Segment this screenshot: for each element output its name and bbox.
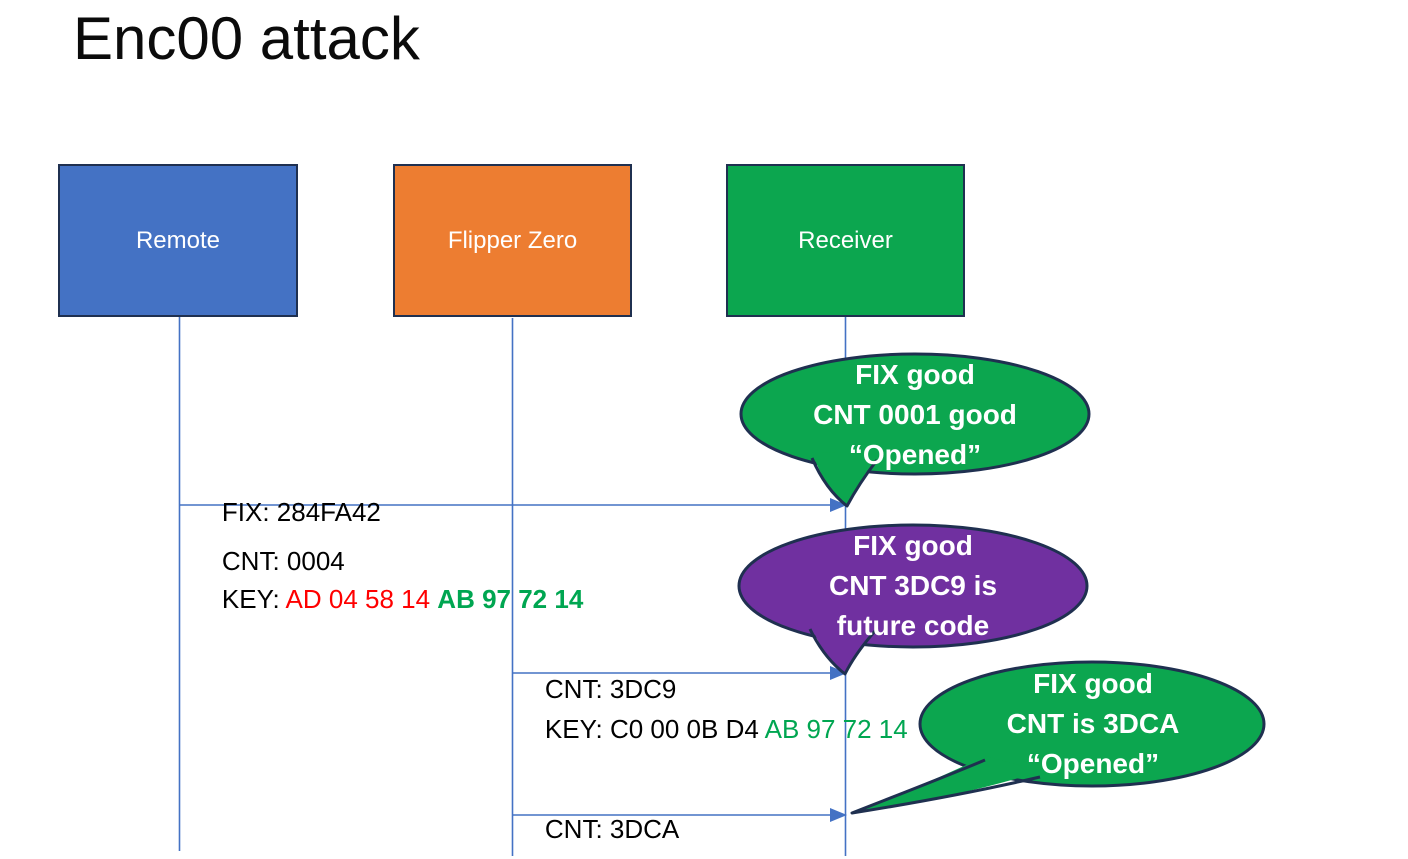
message-2-cnt-label: CNT: 3DC9 — [516, 641, 676, 737]
page-title: Enc00 attack — [73, 5, 420, 72]
actor-box-receiver: Receiver — [726, 164, 965, 317]
bubble-line: FIX good — [1033, 668, 1153, 699]
bubble-line: CNT 0001 good — [813, 399, 1017, 430]
arrowhead-2-icon — [830, 666, 847, 680]
message-1-cnt-label: CNT: 0004 — [193, 513, 345, 609]
speech-bubble-2-text: FIX good CNT 3DC9 is future code — [740, 526, 1086, 646]
bubble-line: FIX good — [855, 359, 975, 390]
bubble-line: “Opened” — [848, 439, 982, 470]
bubble-line: CNT 3DC9 is — [828, 570, 998, 601]
actor-label-remote: Remote — [135, 226, 221, 254]
message-2-cnt-value: CNT: 3DC9 — [544, 674, 677, 704]
bubble-line: future code — [836, 610, 990, 641]
key-bytes-green: AB 97 72 14 — [764, 714, 908, 744]
message-3-key-label: KEY: C0 02 8A 33 AB 97 72 14 — [516, 821, 902, 859]
key-prefix: KEY: — [221, 584, 286, 614]
message-1-key-label: KEY: AD 04 58 14 AB 97 72 14 — [193, 551, 583, 647]
actor-box-flipper-zero: Flipper Zero — [393, 164, 632, 317]
message-3-cnt-label: CNT: 3DCA — [516, 781, 679, 859]
speech-bubble-3-text: FIX good CNT is 3DCA “Opened” — [921, 663, 1265, 785]
actor-label-receiver: Receiver — [798, 226, 893, 254]
bubble-line: FIX good — [853, 530, 973, 561]
key-prefix: KEY: C0 02 8A 33 — [545, 854, 759, 859]
key-bytes-green: AB 97 72 14 — [437, 584, 584, 614]
key-bytes-green: AB 97 72 14 — [759, 854, 902, 859]
message-1-fix-value: FIX: 284FA42 — [221, 497, 381, 527]
speech-bubble-3 — [850, 660, 1266, 815]
speech-bubble-2 — [737, 523, 1089, 676]
message-1-fix-label: FIX: 284FA42 — [193, 464, 381, 560]
actor-box-remote: Remote — [58, 164, 298, 317]
actor-label-flipper-zero: Flipper Zero — [447, 226, 578, 254]
bubble-line: CNT is 3DCA — [1006, 708, 1180, 739]
arrowhead-3-icon — [830, 808, 847, 822]
message-3-cnt-value: CNT: 3DCA — [544, 814, 680, 844]
speech-bubble-1-text: FIX good CNT 0001 good “Opened” — [742, 356, 1088, 474]
key-bytes-red: AD 04 58 14 — [285, 584, 438, 614]
message-2-key-label: KEY: C0 00 0B D4 AB 97 72 14 — [516, 681, 908, 777]
arrowhead-1-icon — [830, 498, 847, 512]
key-prefix: KEY: C0 00 0B D4 — [544, 714, 765, 744]
bubble-line: “Opened” — [1026, 748, 1160, 779]
message-1-cnt-value: CNT: 0004 — [221, 546, 345, 576]
speech-bubble-1 — [739, 352, 1091, 508]
